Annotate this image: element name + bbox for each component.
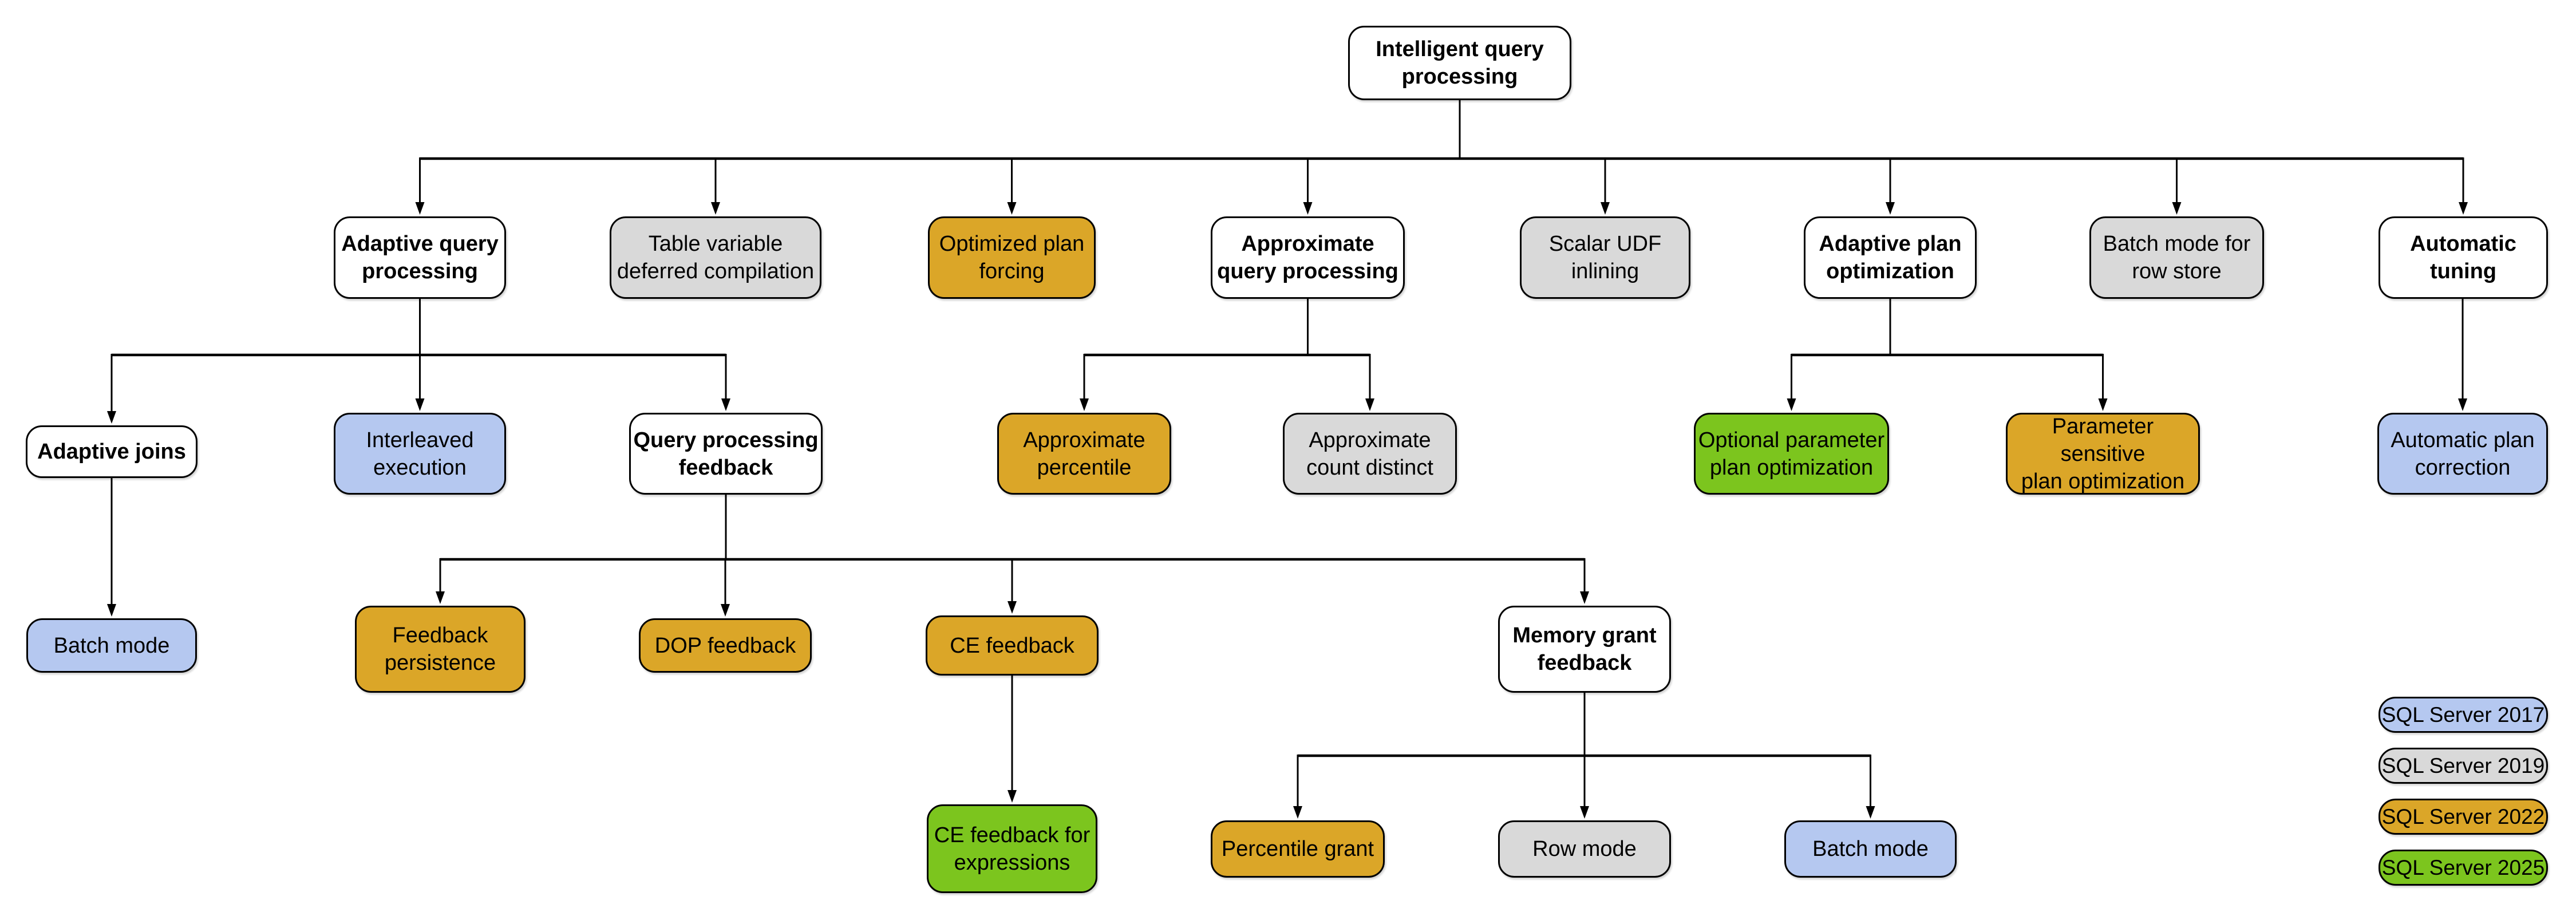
node-cefe: CE feedback for expressions bbox=[927, 804, 1097, 893]
arrowhead bbox=[1293, 806, 1302, 819]
node-oppo: Optional parameter plan optimization bbox=[1694, 413, 1889, 495]
arrowhead bbox=[2458, 398, 2467, 411]
node-pg: Percentile grant bbox=[1211, 820, 1385, 878]
arrowhead bbox=[1007, 202, 1017, 215]
arrowhead bbox=[721, 604, 730, 617]
arrowhead bbox=[1601, 202, 1610, 215]
arrowhead bbox=[1787, 398, 1796, 411]
arrowhead bbox=[2098, 398, 2108, 411]
arrowhead bbox=[1008, 790, 1017, 803]
arrowhead bbox=[1580, 591, 1589, 604]
node-at: Automatic tuning bbox=[2379, 216, 2548, 299]
node-bm2: Batch mode bbox=[1784, 820, 1957, 878]
node-tvdc: Table variable deferred compilation bbox=[610, 216, 821, 299]
arrowhead bbox=[1866, 806, 1875, 819]
arrowhead bbox=[711, 202, 720, 215]
arrowhead bbox=[2172, 202, 2182, 215]
node-sudf: Scalar UDF inlining bbox=[1520, 216, 1690, 299]
arrowhead bbox=[415, 202, 425, 215]
node-acd: Approximate count distinct bbox=[1283, 413, 1457, 495]
node-cef: CE feedback bbox=[926, 615, 1099, 676]
node-pspo: Parameter sensitive plan optimization bbox=[2006, 413, 2200, 495]
node-dop: DOP feedback bbox=[639, 618, 812, 673]
node-mgf: Memory grant feedback bbox=[1498, 606, 1671, 693]
arrowhead bbox=[1886, 202, 1895, 215]
node-apo: Adaptive plan optimization bbox=[1804, 216, 1977, 299]
node-aqp: Adaptive query processing bbox=[334, 216, 506, 299]
arrowhead bbox=[1080, 398, 1089, 411]
legend-item-sql-server-2019: SQL Server 2019 bbox=[2379, 748, 2548, 784]
legend-item-sql-server-2025: SQL Server 2025 bbox=[2379, 850, 2548, 886]
node-qpf: Query processing feedback bbox=[629, 413, 823, 495]
node-bm1: Batch mode bbox=[26, 618, 197, 673]
arrowhead bbox=[1365, 398, 1374, 411]
legend-item-sql-server-2022: SQL Server 2022 bbox=[2379, 799, 2548, 835]
node-appqp: Approximate query processing bbox=[1211, 216, 1405, 299]
legend-item-sql-server-2017: SQL Server 2017 bbox=[2379, 697, 2548, 733]
node-apc: Automatic plan correction bbox=[2377, 413, 2548, 495]
arrowhead bbox=[721, 398, 730, 411]
node-rm: Row mode bbox=[1498, 820, 1671, 878]
arrowhead bbox=[415, 398, 425, 411]
node-root: Intelligent query processing bbox=[1348, 26, 1571, 100]
node-apct: Approximate percentile bbox=[997, 413, 1171, 495]
arrowhead bbox=[436, 591, 445, 604]
node-ie: Interleaved execution bbox=[334, 413, 506, 495]
arrowhead bbox=[1303, 202, 1313, 215]
node-bmrs: Batch mode for row store bbox=[2089, 216, 2264, 299]
arrowhead bbox=[1580, 806, 1589, 819]
node-fp: Feedback persistence bbox=[355, 606, 526, 693]
node-opf: Optimized plan forcing bbox=[928, 216, 1096, 299]
arrowhead bbox=[2459, 202, 2468, 215]
arrowhead bbox=[107, 411, 116, 424]
arrowhead bbox=[1008, 601, 1017, 614]
arrowhead bbox=[107, 604, 116, 617]
node-aj: Adaptive joins bbox=[26, 425, 197, 478]
